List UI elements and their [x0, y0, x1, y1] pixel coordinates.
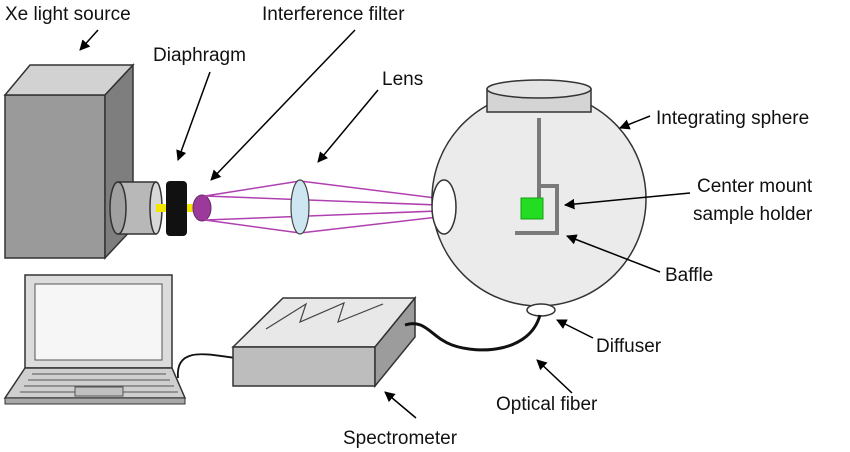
diaphragm-plate	[166, 181, 187, 236]
label-diaphragm: Diaphragm	[153, 45, 246, 66]
label-baffle: Baffle	[665, 265, 713, 286]
laptop-computer	[3, 274, 187, 405]
usb-cable	[177, 353, 237, 379]
interference-filter	[192, 194, 212, 222]
sample	[520, 197, 544, 220]
label-diffuser: Diffuser	[596, 336, 662, 357]
label-center-mount-line1: Center mount	[697, 176, 813, 197]
label-xe-light-source: Xe light source	[5, 4, 131, 25]
label-interference-filter: Interference filter	[262, 4, 405, 25]
lens-element	[290, 179, 310, 235]
label-optical-fiber: Optical fiber	[496, 394, 598, 415]
label-center-mount-line2: sample holder	[693, 204, 813, 225]
label-lens: Lens	[382, 69, 423, 90]
spectrometer-box	[231, 295, 417, 389]
xe-light-source	[3, 63, 163, 260]
label-integrating-sphere: Integrating sphere	[656, 108, 809, 129]
optical-fiber-cable	[404, 314, 542, 352]
label-spectrometer: Spectrometer	[343, 428, 458, 449]
label-arrows	[79, 29, 691, 419]
